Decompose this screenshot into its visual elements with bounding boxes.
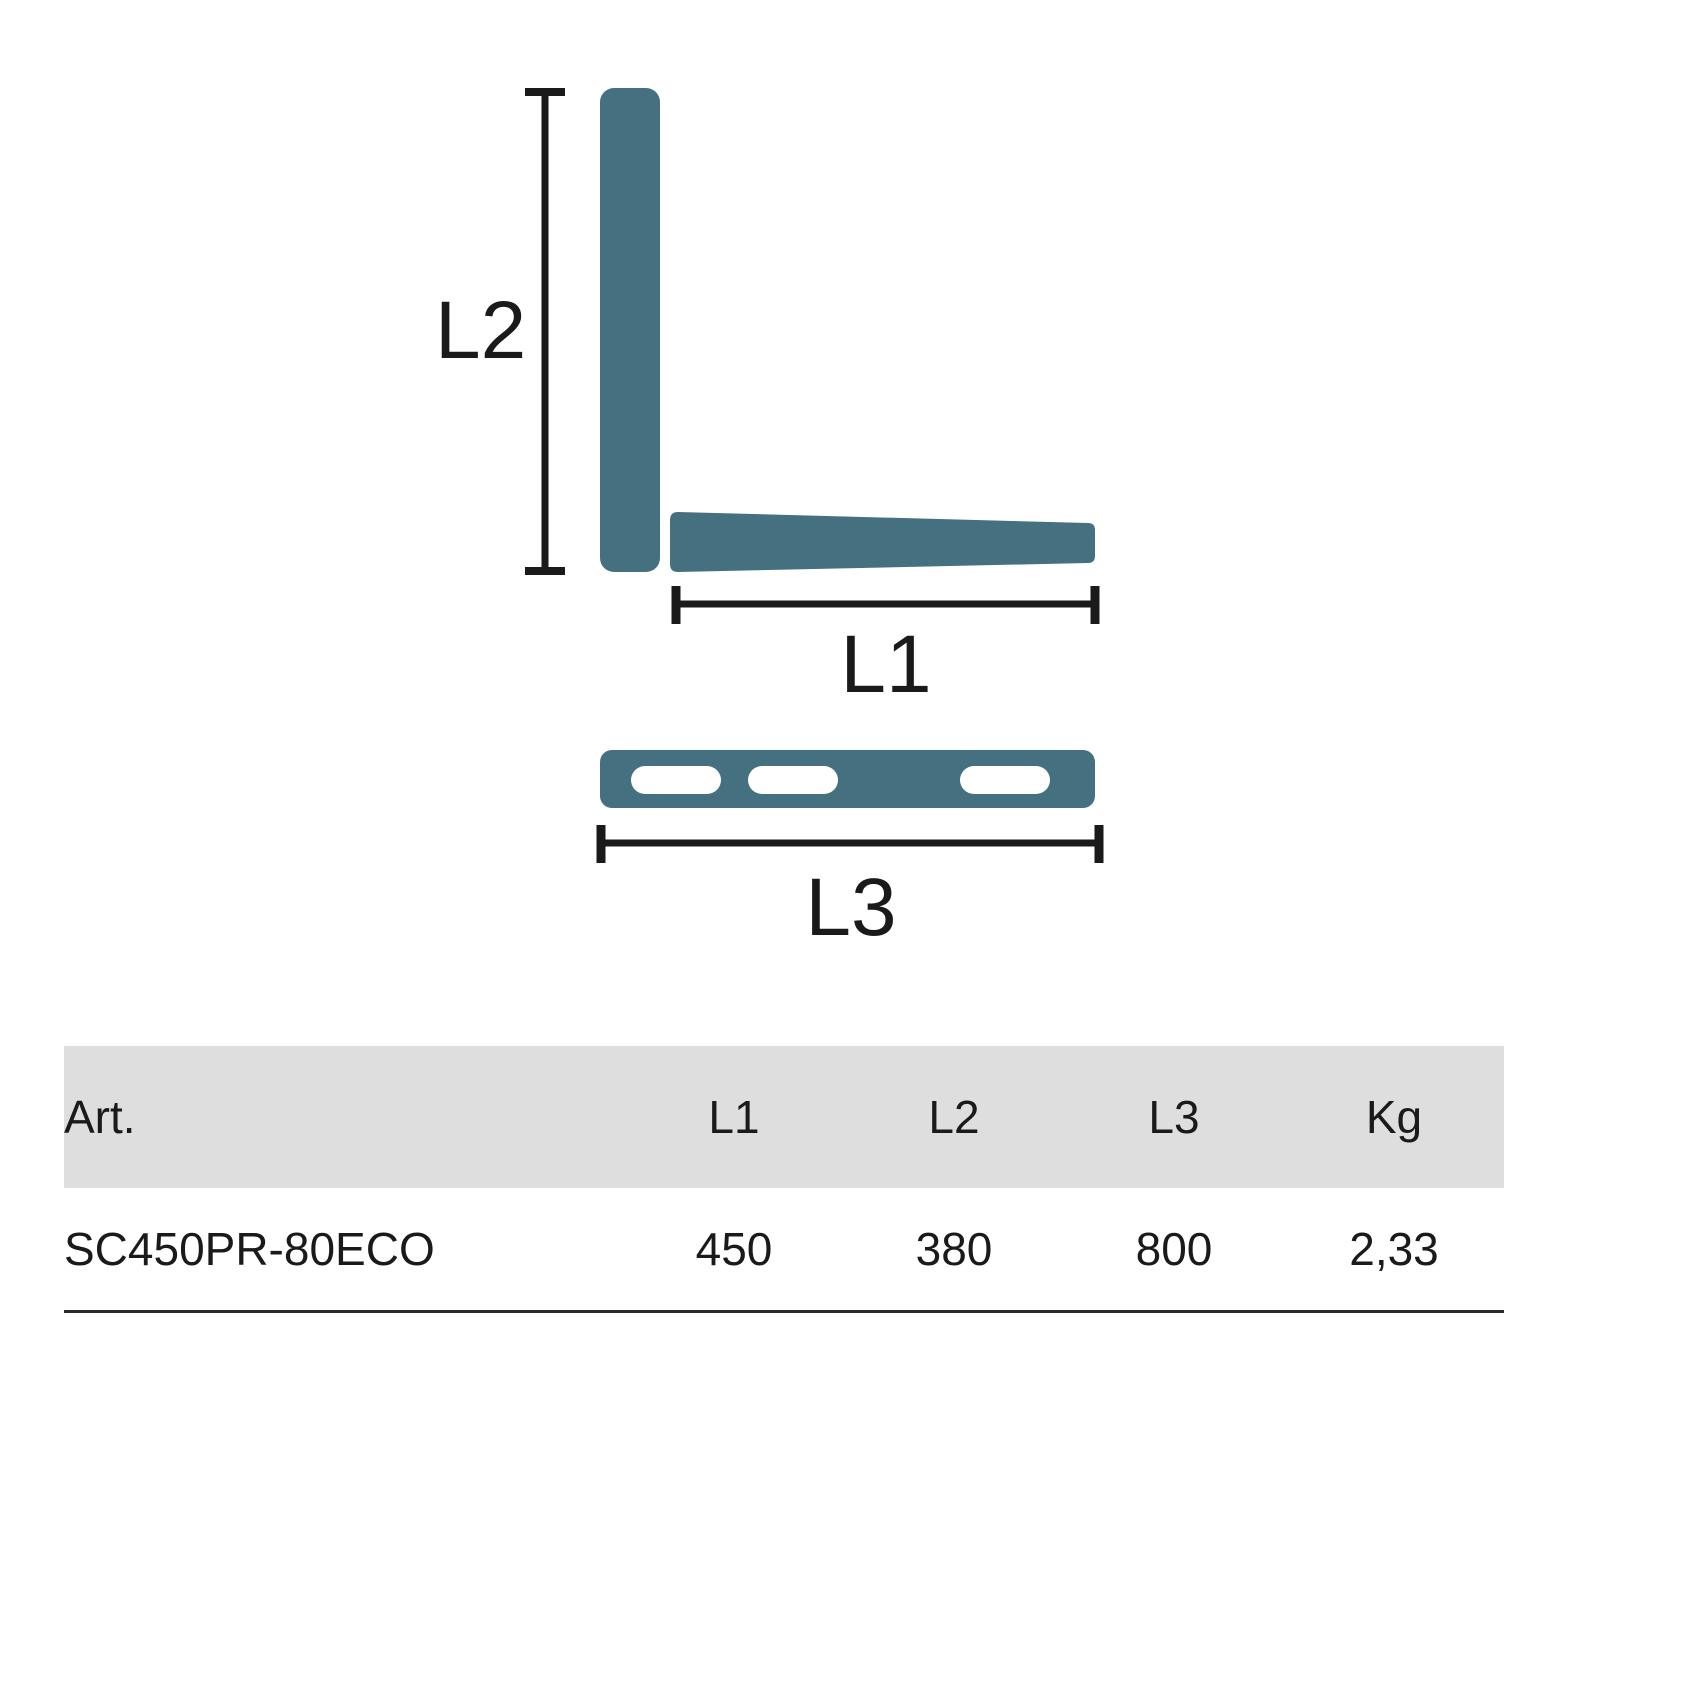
column-header-kg: Kg bbox=[1365, 1091, 1423, 1143]
column-header-l3: L3 bbox=[1148, 1091, 1200, 1143]
table-row[interactable]: SC450PR-80ECO 450 380 800 2,33 bbox=[64, 1188, 1504, 1313]
l2-label: L2 bbox=[435, 285, 526, 376]
cell-l3-value: 800 bbox=[1064, 1188, 1284, 1313]
bracket-drawing: L2 L1 bbox=[435, 88, 1104, 953]
mounting-plate bbox=[600, 750, 1095, 808]
cell-kg-value: 2,33 bbox=[1284, 1188, 1504, 1313]
column-header-l1: L1 bbox=[708, 1091, 760, 1143]
column-header-l2: L2 bbox=[928, 1091, 980, 1143]
bracket-tapered-arm bbox=[670, 512, 1095, 572]
l3-dimension-line bbox=[596, 825, 1104, 863]
specification-table: Art. L1 L2 L3 Kg SC450PR-80ECO 450 380 8… bbox=[64, 1046, 1504, 1313]
l3-label: L3 bbox=[805, 862, 896, 953]
mounting-slot-2 bbox=[748, 766, 838, 794]
l2-dimension-line bbox=[525, 88, 565, 575]
cell-l1-value: 450 bbox=[624, 1188, 844, 1313]
cell-article-number[interactable]: SC450PR-80ECO bbox=[64, 1188, 624, 1313]
mounting-slot-3 bbox=[960, 766, 1050, 794]
l1-label: L1 bbox=[840, 619, 931, 710]
dimension-diagram: L2 L1 bbox=[435, 88, 1104, 953]
l1-dimension-line bbox=[671, 586, 1100, 624]
table-header-row: Art. L1 L2 L3 Kg bbox=[64, 1046, 1504, 1188]
bracket-vertical-post bbox=[600, 88, 660, 572]
column-header-art: Art. bbox=[64, 1091, 136, 1143]
cell-l2-value: 380 bbox=[844, 1188, 1064, 1313]
mounting-slot-1 bbox=[631, 766, 721, 794]
